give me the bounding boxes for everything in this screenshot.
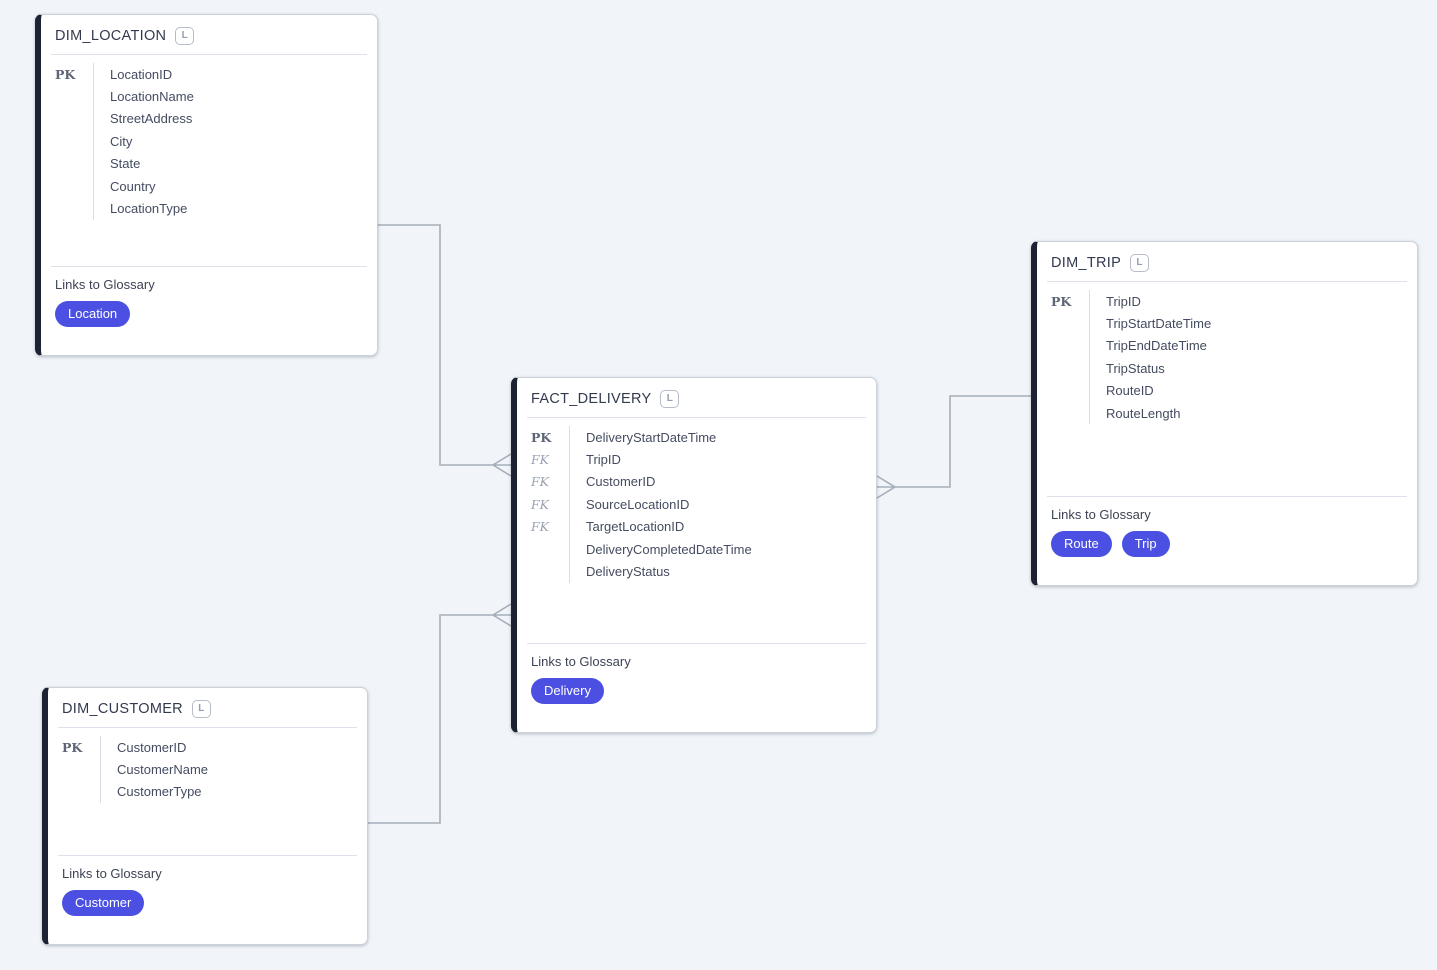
field-row[interactable]: PK LocationID xyxy=(41,63,377,86)
key-label: PK xyxy=(1051,293,1072,309)
field-row[interactable]: Country xyxy=(41,174,377,198)
field-row[interactable]: TripStartDateTime xyxy=(1037,312,1417,335)
field-name: State xyxy=(93,152,140,175)
logical-badge-icon: L xyxy=(191,700,211,718)
glossary-divider xyxy=(527,643,866,644)
table-title: DIM_TRIP xyxy=(1051,255,1122,271)
field-row[interactable]: FK SourceLocationID xyxy=(517,493,876,516)
glossary-pill-trip[interactable]: Trip xyxy=(1121,531,1170,557)
field-name: RouteID xyxy=(1089,379,1154,402)
field-name: LocationID xyxy=(93,63,172,86)
key-label: PK xyxy=(62,739,83,755)
table-title: FACT_DELIVERY xyxy=(531,391,652,407)
field-name: DeliveryStatus xyxy=(569,560,670,583)
table-header[interactable]: FACT_DELIVERY L xyxy=(517,378,876,417)
glossary-divider xyxy=(1047,496,1407,497)
table-header[interactable]: DIM_CUSTOMER L xyxy=(48,688,367,727)
glossary-pill-delivery[interactable]: Delivery xyxy=(531,678,604,704)
key-label: FK xyxy=(531,474,550,490)
connector-location-delivery[interactable] xyxy=(378,224,512,477)
field-row[interactable]: CustomerName xyxy=(48,758,367,781)
field-row[interactable]: PK CustomerID xyxy=(48,736,367,759)
glossary-section: Links to Glossary Delivery xyxy=(517,643,876,704)
glossary-section: Links to Glossary Route Trip xyxy=(1037,496,1417,557)
field-name: CustomerID xyxy=(569,470,655,494)
field-name: TripEndDateTime xyxy=(1089,334,1207,358)
glossary-section: Links to Glossary Customer xyxy=(48,855,367,916)
key-label: FK xyxy=(531,496,550,512)
field-row[interactable]: PK DeliveryStartDateTime xyxy=(517,426,876,449)
connector-trip-delivery[interactable] xyxy=(876,395,1031,499)
table-title: DIM_CUSTOMER xyxy=(62,701,183,717)
glossary-pill-location[interactable]: Location xyxy=(55,301,131,327)
field-name: LocationName xyxy=(93,85,194,108)
field-row[interactable]: TripEndDateTime xyxy=(1037,334,1417,358)
field-name: LocationType xyxy=(93,197,187,220)
field-list: PK CustomerID CustomerName CustomerType xyxy=(48,728,367,855)
field-name: TargetLocationID xyxy=(569,515,684,538)
logical-badge-icon: L xyxy=(660,390,680,408)
logical-badge-icon: L xyxy=(1130,254,1150,272)
field-row[interactable]: PK TripID xyxy=(1037,290,1417,313)
table-title: DIM_LOCATION xyxy=(55,28,167,44)
logical-badge-icon: L xyxy=(175,27,195,45)
field-name: City xyxy=(93,130,132,153)
key-label: PK xyxy=(55,66,76,82)
field-row[interactable]: FK CustomerID xyxy=(517,470,876,494)
field-name: DeliveryStartDateTime xyxy=(569,426,716,449)
field-list: PK LocationID LocationName StreetAddress… xyxy=(41,55,377,266)
glossary-label: Links to Glossary xyxy=(55,277,155,292)
header-divider xyxy=(1047,281,1407,282)
glossary-label: Links to Glossary xyxy=(62,866,162,881)
field-row[interactable]: RouteLength xyxy=(1037,401,1417,425)
glossary-pill-route[interactable]: Route xyxy=(1051,531,1112,557)
field-name: CustomerID xyxy=(100,736,186,759)
field-name: StreetAddress xyxy=(93,107,192,131)
connector-customer-delivery[interactable] xyxy=(368,603,512,824)
field-row[interactable]: State xyxy=(41,152,377,175)
field-list: PK TripID TripStartDateTime TripEndDateT… xyxy=(1037,282,1417,496)
glossary-section: Links to Glossary Location xyxy=(41,266,377,327)
field-row[interactable]: FK TripID xyxy=(517,448,876,471)
table-fact-delivery[interactable]: FACT_DELIVERY L PK DeliveryStartDateTime… xyxy=(511,377,877,733)
key-label: FK xyxy=(531,519,550,535)
field-name: TripID xyxy=(1089,290,1141,313)
field-row[interactable]: LocationName xyxy=(41,85,377,108)
header-divider xyxy=(527,417,866,418)
field-name: TripStartDateTime xyxy=(1089,312,1211,335)
glossary-label: Links to Glossary xyxy=(1051,507,1151,522)
table-dim-location[interactable]: DIM_LOCATION L PK LocationID LocationNam… xyxy=(35,14,378,356)
glossary-divider xyxy=(51,266,367,267)
field-name: RouteLength xyxy=(1089,401,1180,425)
glossary-label: Links to Glossary xyxy=(531,654,631,669)
header-divider xyxy=(58,727,357,728)
field-name: CustomerType xyxy=(100,780,202,804)
field-row[interactable]: LocationType xyxy=(41,197,377,220)
field-row[interactable]: RouteID xyxy=(1037,379,1417,402)
field-row[interactable]: CustomerType xyxy=(48,780,367,804)
field-name: Country xyxy=(93,174,156,198)
field-row[interactable]: DeliveryStatus xyxy=(517,560,876,583)
field-row[interactable]: DeliveryCompletedDateTime xyxy=(517,537,876,561)
field-name: TripID xyxy=(569,448,621,471)
field-name: CustomerName xyxy=(100,758,208,781)
key-label: PK xyxy=(531,429,552,445)
header-divider xyxy=(51,54,367,55)
field-row[interactable]: StreetAddress xyxy=(41,107,377,131)
field-list: PK DeliveryStartDateTime FK TripID FK Cu… xyxy=(517,418,876,643)
table-dim-customer[interactable]: DIM_CUSTOMER L PK CustomerID CustomerNam… xyxy=(42,687,368,945)
field-row[interactable]: FK TargetLocationID xyxy=(517,515,876,538)
field-name: TripStatus xyxy=(1089,357,1165,380)
glossary-divider xyxy=(58,855,357,856)
glossary-pill-customer[interactable]: Customer xyxy=(62,890,145,916)
field-name: DeliveryCompletedDateTime xyxy=(569,537,752,561)
table-dim-trip[interactable]: DIM_TRIP L PK TripID TripStartDateTime T… xyxy=(1031,241,1418,586)
field-name: SourceLocationID xyxy=(569,493,689,516)
table-header[interactable]: DIM_LOCATION L xyxy=(41,15,377,54)
table-header[interactable]: DIM_TRIP L xyxy=(1037,242,1417,281)
field-row[interactable]: City xyxy=(41,130,377,153)
key-label: FK xyxy=(531,452,550,468)
field-row[interactable]: TripStatus xyxy=(1037,357,1417,380)
